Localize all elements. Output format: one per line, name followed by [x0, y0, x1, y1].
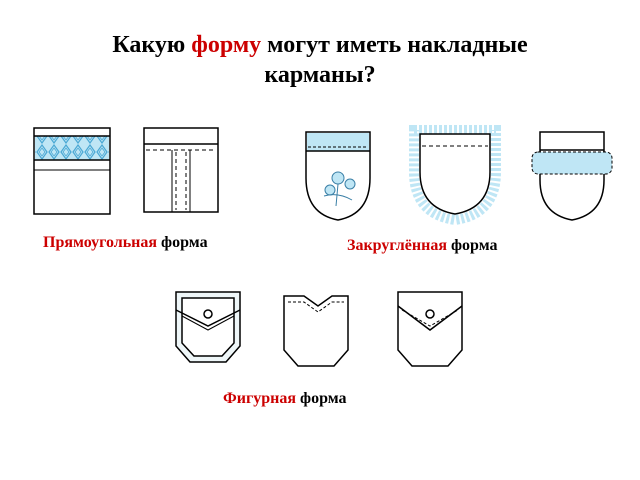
title-accent: форму: [191, 32, 262, 58]
caption-rounded: Закруглённая форма: [347, 237, 498, 255]
caption-rounded-accent: Закруглённая: [347, 237, 447, 254]
caption-figured: Фигурная форма: [223, 390, 347, 408]
caption-rectangular: Прямоугольная форма: [43, 234, 208, 252]
pocket-round-lace-band: [531, 131, 613, 221]
pocket-rect-pleat: [143, 127, 219, 213]
title-part2: могут иметь накладные: [261, 32, 528, 58]
pocket-figured-flap: [397, 291, 463, 367]
pocket-figured-zigzag: [283, 295, 349, 367]
caption-rounded-rest: форма: [446, 237, 498, 254]
caption-rectangular-accent: Прямоугольная: [43, 234, 158, 251]
title-part1: Какую: [112, 32, 192, 58]
pocket-rect-embroidered: [33, 127, 111, 215]
pocket-round-lace: [409, 125, 501, 226]
pocket-figured-button: [175, 291, 241, 363]
caption-figured-accent: Фигурная: [223, 390, 296, 407]
pocket-round-flower: [305, 131, 371, 221]
caption-figured-rest: форма: [296, 390, 347, 407]
caption-rectangular-rest: форма: [157, 234, 208, 251]
page-title: Какую форму могут иметь накладные карман…: [0, 30, 640, 90]
title-line2: карманы?: [264, 62, 376, 88]
